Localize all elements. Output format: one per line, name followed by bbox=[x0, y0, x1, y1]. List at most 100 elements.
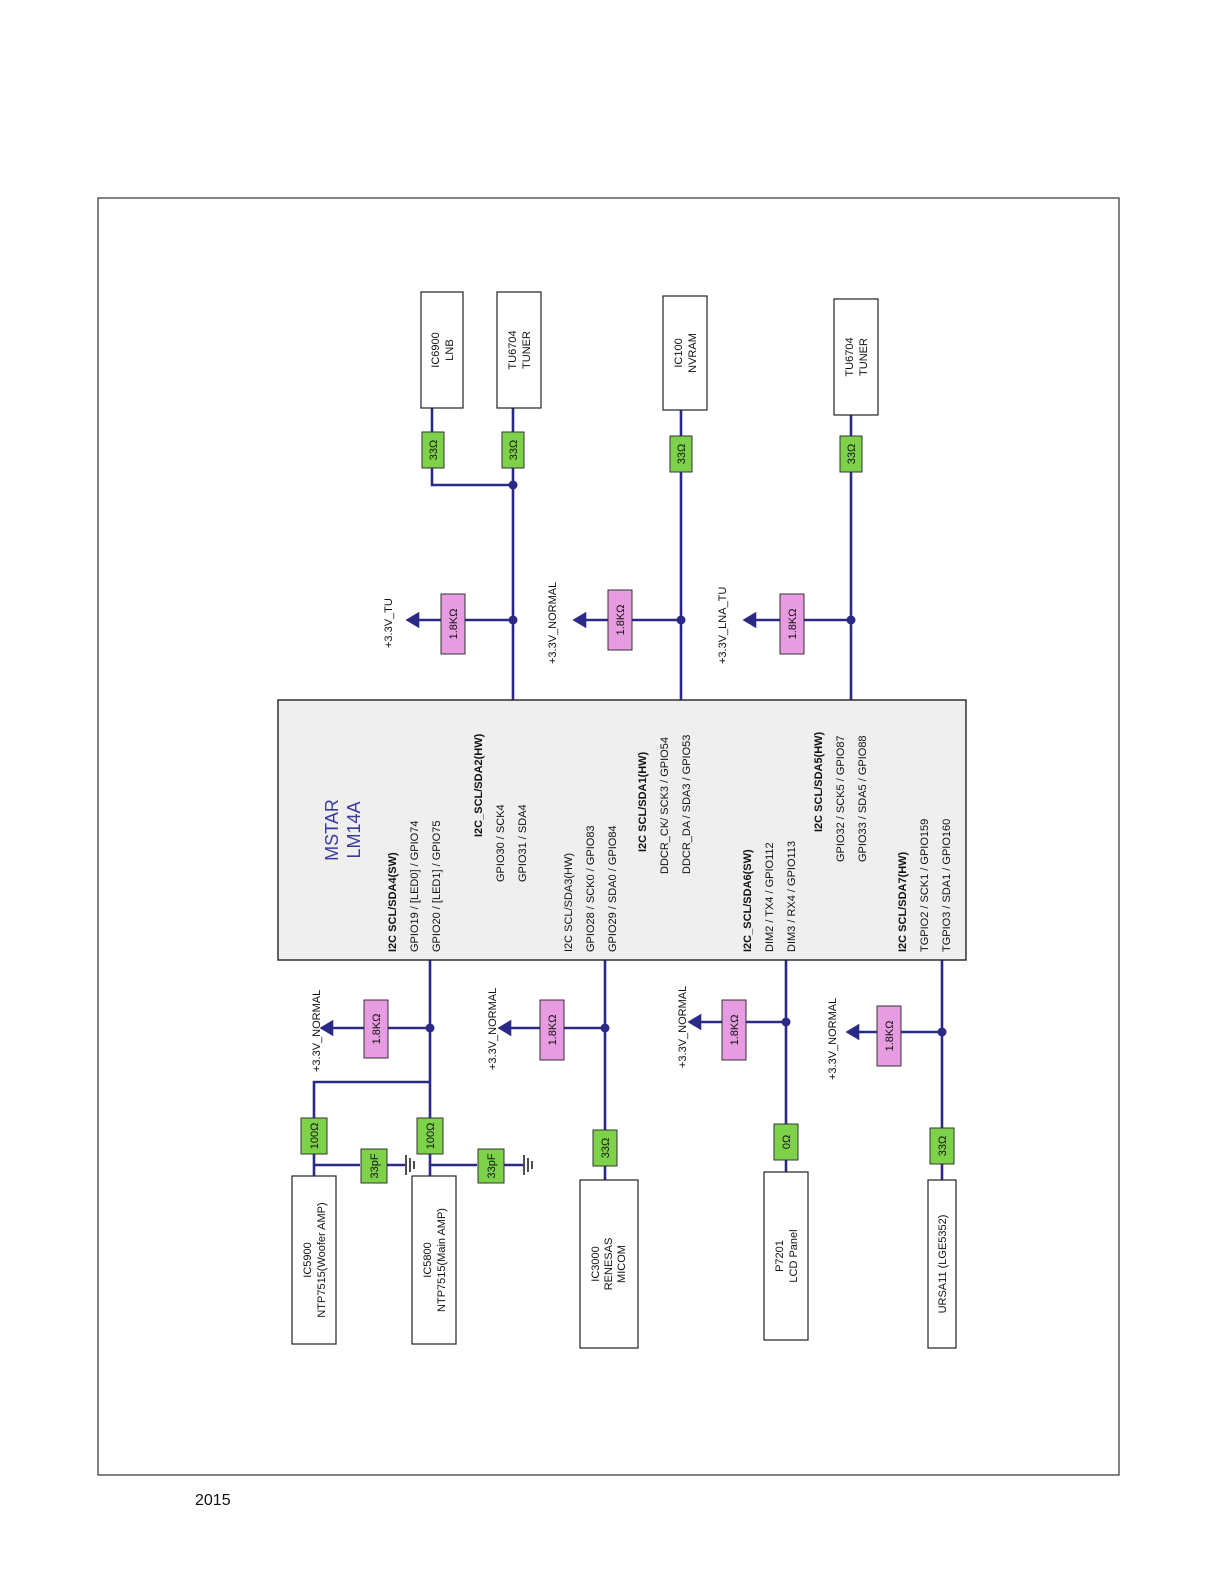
device-line: RENESAS bbox=[603, 1238, 615, 1291]
resistor-value: 1.8KΩ bbox=[729, 1015, 741, 1046]
group-line: GPIO33 / SDA5 / GPIO88 bbox=[857, 735, 869, 862]
mstar-chip-body bbox=[277, 699, 967, 961]
resistor-100-woofer bbox=[300, 1117, 328, 1155]
device-box-nvram bbox=[662, 295, 708, 411]
resistor-value: 100Ω bbox=[309, 1123, 321, 1150]
resistor-value: 1.8KΩ bbox=[615, 605, 627, 636]
device-line: TU6704 bbox=[507, 330, 519, 369]
group-sda2: I2C_SCL/SDA2(HW) GPIO30 / SCK4 GPIO31 / … bbox=[473, 733, 529, 882]
rail-lna: +3.3V_LNA_TU bbox=[717, 587, 729, 664]
pullup-1k8-sda4 bbox=[363, 999, 389, 1059]
node-sda5-pullup bbox=[846, 615, 856, 625]
capacitor-value: 33pF bbox=[486, 1153, 498, 1178]
chip-name: MSTAR bbox=[322, 799, 342, 861]
device-box-lnb bbox=[420, 291, 464, 409]
group-line: GPIO19 / [LED0] / GPIO74 bbox=[409, 821, 421, 952]
device-box-woofer bbox=[291, 1175, 337, 1345]
pullup-1k8-sda1 bbox=[607, 589, 633, 651]
resistor-33-tuner2 bbox=[839, 435, 863, 473]
group-sda3: I2C SCL/SDA3(HW) GPIO28 / SCK0 / GPIO83 … bbox=[563, 825, 619, 952]
group-title: I2C_SCL/SDA2(HW) bbox=[473, 733, 485, 837]
resistor-value: 33Ω bbox=[600, 1138, 612, 1158]
arrow-sda3 bbox=[497, 1019, 512, 1037]
device-line: NTP7515(Woofer AMP) bbox=[316, 1202, 328, 1317]
wire-sda7-bus bbox=[848, 960, 944, 1180]
device-box-ursa bbox=[927, 1179, 957, 1349]
group-line: DIM3 / RX4 / GPIO113 bbox=[786, 841, 798, 952]
device-tuner2: TU6704 TUNER bbox=[844, 337, 870, 376]
wire-sda1-bus bbox=[575, 410, 683, 700]
resistor-33-micom bbox=[592, 1129, 618, 1167]
arrow-sda7 bbox=[845, 1023, 860, 1041]
chip-model: LM14A bbox=[344, 801, 364, 858]
group-sda6: I2C_SCL/SDA6(SW) DIM2 / TX4 / GPIO112 DI… bbox=[742, 841, 798, 952]
footer-year: 2015 bbox=[195, 1492, 231, 1509]
page-frame bbox=[97, 197, 1120, 1476]
resistor-value: 33Ω bbox=[676, 444, 688, 464]
group-sda7: I2C SCL/SDA7(HW) TGPIO2 / SCK1 / GPIO159… bbox=[897, 819, 953, 952]
device-box-tuner2 bbox=[833, 298, 879, 416]
resistor-value: 33Ω bbox=[508, 440, 520, 460]
group-title: I2C SCL/SDA4(SW) bbox=[387, 852, 399, 952]
resistor-value: 0Ω bbox=[781, 1135, 793, 1149]
device-line: TUNER bbox=[521, 331, 533, 369]
resistor-33-tuner1 bbox=[501, 431, 525, 469]
device-line: URSA11 (LGE5352) bbox=[937, 1215, 949, 1314]
resistor-value: 1.8KΩ bbox=[547, 1015, 559, 1046]
resistor-value: 1.8KΩ bbox=[884, 1021, 896, 1052]
device-box-tuner1 bbox=[496, 291, 542, 409]
rail-normal-top: +3.3V_NORMAL bbox=[547, 582, 559, 664]
device-tuner1: TU6704 TUNER bbox=[507, 330, 533, 369]
resistor-value: 1.8KΩ bbox=[787, 609, 799, 640]
resistor-33-ursa bbox=[929, 1127, 955, 1165]
wire-sda4-bus bbox=[312, 960, 432, 1176]
group-sda1: I2C SCL/SDA1(HW) DDCR_CK/ SCK3 / GPIO54 … bbox=[637, 735, 693, 874]
device-woofer: IC5900 NTP7515(Woofer AMP) bbox=[302, 1202, 328, 1317]
mstar-chip-label: MSTAR LM14A bbox=[322, 799, 364, 861]
rail-tu: +3.3V_TU bbox=[383, 598, 395, 648]
group-title: I2C SCL/SDA7(HW) bbox=[897, 851, 909, 952]
group-line: GPIO32 / SCK5 / GPIO87 bbox=[835, 735, 847, 862]
device-micom: IC3000 RENESAS MICOM bbox=[590, 1238, 628, 1291]
group-line: TGPIO2 / SCK1 / GPIO159 bbox=[919, 819, 931, 952]
wire-sda5-bus bbox=[745, 415, 853, 700]
node-sda4-pullup bbox=[425, 1023, 435, 1033]
arrow-sda2 bbox=[405, 611, 420, 629]
resistor-value: 100Ω bbox=[425, 1123, 437, 1150]
resistor-33-nvram bbox=[669, 435, 693, 473]
rail-normal-sda4: +3.3V_NORMAL bbox=[311, 990, 323, 1072]
capacitor-33p-main bbox=[477, 1148, 505, 1184]
device-line: IC6900 bbox=[430, 332, 442, 367]
node-sda6-pullup bbox=[781, 1017, 791, 1027]
group-title: I2C SCL/SDA5(HW) bbox=[813, 731, 825, 832]
group-sda5: I2C SCL/SDA5(HW) GPIO32 / SCK5 / GPIO87 … bbox=[813, 731, 869, 862]
device-line: IC5800 bbox=[422, 1242, 434, 1277]
capacitor-33p-woofer bbox=[360, 1148, 388, 1184]
resistor-value: 1.8KΩ bbox=[371, 1014, 383, 1045]
group-line: DDCR_DA / SDA3 / GPIO53 bbox=[681, 735, 693, 874]
node-sda2-split bbox=[508, 480, 518, 490]
rail-normal-sda7: +3.3V_NORMAL bbox=[827, 998, 839, 1080]
pullup-1k8-sda2 bbox=[440, 593, 466, 655]
group-line: GPIO31 / SDA4 bbox=[517, 804, 529, 882]
group-line: GPIO30 / SCK4 bbox=[495, 804, 507, 882]
wire-sda6-bus bbox=[690, 960, 788, 1172]
wire-sda3-bus bbox=[500, 960, 607, 1180]
rail-normal-sda6: +3.3V_NORMAL bbox=[677, 986, 689, 1068]
group-line: GPIO29 / SDA0 / GPIO84 bbox=[607, 825, 619, 952]
device-line: NVRAM bbox=[687, 333, 699, 373]
device-lnb: IC6900 LNB bbox=[430, 332, 456, 367]
arrow-sda6 bbox=[687, 1013, 702, 1031]
device-line: IC3000 bbox=[590, 1246, 602, 1281]
resistor-33-lnb bbox=[421, 431, 445, 469]
group-title: I2C SCL/SDA3(HW) bbox=[563, 853, 575, 952]
pullup-1k8-sda7 bbox=[876, 1005, 902, 1067]
device-mainamp: IC5800 NTP7515(Main AMP) bbox=[422, 1208, 448, 1312]
group-line: TGPIO3 / SDA1 / GPIO160 bbox=[941, 819, 953, 952]
device-line: IC100 bbox=[673, 338, 685, 367]
device-ursa: URSA11 (LGE5352) bbox=[937, 1215, 949, 1314]
resistor-0-lcd bbox=[773, 1123, 799, 1161]
device-line: TUNER bbox=[858, 338, 870, 376]
device-line: NTP7515(Main AMP) bbox=[436, 1208, 448, 1312]
